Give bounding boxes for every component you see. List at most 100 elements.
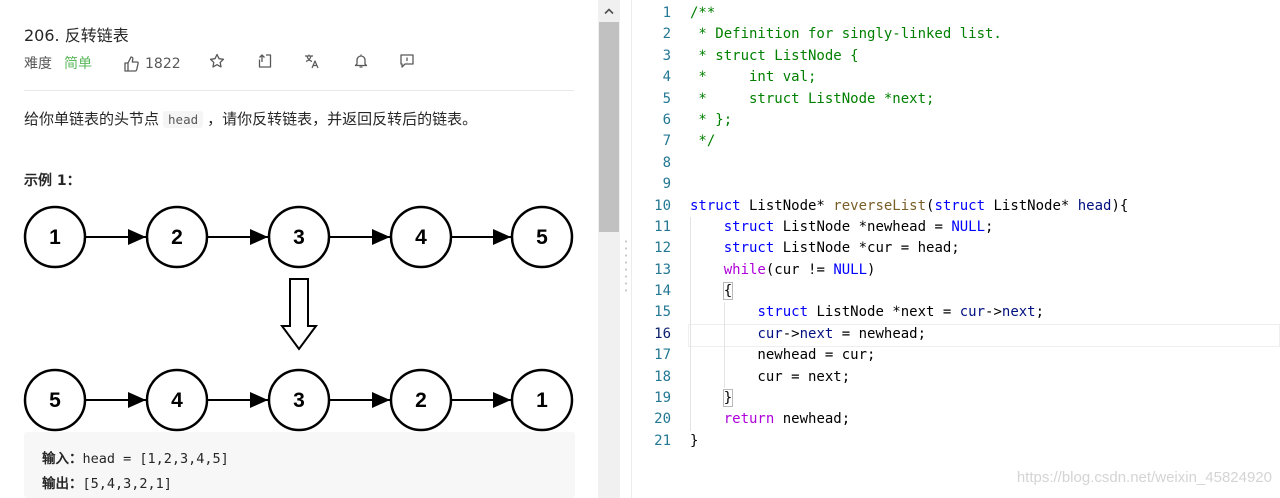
code-editor[interactable]: 1 /** 2 * Definition for singly-linked lis… bbox=[633, 0, 1280, 498]
code-line[interactable]: 18 cur = next; bbox=[633, 366, 1280, 389]
indent-guide bbox=[724, 323, 725, 346]
feedback-icon[interactable] bbox=[399, 53, 415, 69]
line-number: 13 bbox=[654, 261, 671, 278]
thumb-up-icon bbox=[123, 56, 139, 72]
line-number: 1 bbox=[662, 5, 671, 21]
code-line[interactable]: 3 * struct ListNode { bbox=[633, 46, 1280, 67]
example-box: 输入：head = [1,2,3,4,5] 输出：[5,4,3,2,1] bbox=[24, 432, 575, 498]
indent-guide bbox=[724, 366, 725, 389]
code-text: /** bbox=[690, 5, 716, 21]
difficulty-badge: 简单 bbox=[64, 56, 92, 72]
indent-guide bbox=[690, 302, 691, 324]
code-text: */ bbox=[690, 133, 716, 150]
code-line[interactable]: 10 struct ListNode* reverseList(struct Li… bbox=[633, 196, 1280, 217]
code-line[interactable]: 1 /** bbox=[633, 3, 1280, 24]
example-input: 输入：head = [1,2,3,4,5] bbox=[42, 451, 229, 467]
code-line[interactable]: 4 * int val; bbox=[633, 67, 1280, 88]
code-line[interactable]: 11 struct ListNode *newhead = NULL; bbox=[633, 216, 1280, 239]
code-text: struct ListNode *next = cur->next; bbox=[757, 304, 1045, 321]
star-icon[interactable] bbox=[209, 53, 225, 69]
line-number: 10 bbox=[654, 197, 671, 214]
code-line[interactable]: 9 bbox=[633, 174, 1280, 195]
code-text: return newhead; bbox=[723, 411, 851, 428]
code-line[interactable]: 16 cur->next = newhead; bbox=[633, 323, 1280, 348]
share-icon[interactable] bbox=[257, 53, 273, 69]
code-lines: 1 /** 2 * Definition for singly-linked lis… bbox=[633, 3, 1280, 452]
code-text: { bbox=[722, 282, 734, 301]
description-text: 给你单链表的头节点 bbox=[24, 110, 160, 128]
indent-guide bbox=[690, 345, 691, 367]
like-count: 1822 bbox=[145, 56, 181, 72]
translate-icon[interactable] bbox=[304, 53, 320, 69]
code-line[interactable]: 13 while(cur != NULL) bbox=[633, 259, 1280, 282]
scroll-thumb[interactable] bbox=[599, 22, 619, 232]
code-text: * struct ListNode { bbox=[690, 47, 859, 64]
reversed-node-circle bbox=[510, 368, 574, 432]
original-node-label: 3 bbox=[293, 226, 305, 249]
indent-guide bbox=[724, 345, 725, 367]
divider bbox=[24, 90, 574, 91]
code-line[interactable]: 19 } bbox=[633, 388, 1280, 410]
reversed-node-label: 2 bbox=[415, 389, 427, 412]
code-line[interactable]: 8 bbox=[633, 153, 1280, 174]
line-number: 16 bbox=[654, 325, 671, 342]
code-text: struct ListNode *newhead = NULL; bbox=[723, 218, 994, 235]
code-text: * Definition for singly-linked list. bbox=[690, 26, 1002, 43]
code-line[interactable]: 5 * struct ListNode *next; bbox=[633, 89, 1280, 110]
code-line[interactable]: 7 */ bbox=[633, 131, 1280, 152]
original-node-label: 1 bbox=[49, 226, 61, 249]
indent-guide bbox=[690, 216, 691, 239]
line-number: 6 bbox=[662, 111, 671, 128]
code-line[interactable]: 21} bbox=[633, 431, 1280, 452]
code-line[interactable]: 2 * Definition for singly-linked list. bbox=[633, 24, 1280, 45]
code-line[interactable]: 6 * }; bbox=[633, 110, 1280, 131]
indent-guide bbox=[690, 323, 691, 346]
indent-guide bbox=[724, 302, 725, 324]
like-button[interactable]: 1822 bbox=[123, 53, 181, 75]
code-text: * }; bbox=[690, 111, 733, 128]
code-line[interactable]: 14 { bbox=[633, 281, 1280, 303]
code-text: } bbox=[690, 432, 699, 449]
code-line[interactable]: 20 return newhead; bbox=[633, 409, 1280, 431]
scrollbar[interactable] bbox=[598, 0, 620, 498]
original-node-label: 4 bbox=[415, 226, 427, 249]
inline-code: head bbox=[163, 111, 204, 128]
scroll-up-arrow[interactable] bbox=[598, 0, 620, 22]
code-text: * int val; bbox=[690, 69, 817, 86]
bell-icon[interactable] bbox=[353, 53, 369, 69]
transform-down-arrow bbox=[280, 278, 318, 351]
code-line[interactable]: 12 struct ListNode *cur = head; bbox=[633, 238, 1280, 260]
line-number: 7 bbox=[662, 133, 671, 150]
original-node-circle bbox=[510, 205, 574, 269]
indent-guide bbox=[690, 388, 691, 410]
line-number: 3 bbox=[662, 47, 671, 64]
line-number: 8 bbox=[662, 154, 671, 171]
drag-handle-icon bbox=[625, 238, 627, 294]
example-output: 输出：[5,4,3,2,1] bbox=[42, 476, 172, 492]
indent-guide bbox=[690, 409, 691, 431]
indent-guide bbox=[690, 281, 691, 303]
line-number: 2 bbox=[662, 26, 671, 43]
code-text: newhead = cur; bbox=[690, 347, 876, 364]
reversed-node-label: 1 bbox=[536, 389, 548, 412]
panel-splitter[interactable] bbox=[620, 0, 632, 498]
indent-guide bbox=[690, 366, 691, 389]
code-line[interactable]: 15 struct ListNode *next = cur->next; bbox=[633, 302, 1280, 324]
line-number: 19 bbox=[654, 390, 671, 407]
line-number: 5 bbox=[662, 90, 671, 107]
line-number: 15 bbox=[654, 304, 671, 321]
line-number: 21 bbox=[654, 432, 671, 449]
code-text: } bbox=[722, 389, 734, 408]
watermark: https://blog.csdn.net/weixin_45824920 bbox=[1016, 469, 1272, 486]
code-line[interactable]: 17 newhead = cur; bbox=[633, 345, 1280, 367]
line-number: 18 bbox=[654, 368, 671, 385]
original-node-label: 2 bbox=[171, 226, 183, 249]
problem-meta-row: 难度 简单 1822 bbox=[24, 53, 584, 75]
line-number: 4 bbox=[662, 69, 671, 86]
code-text: * struct ListNode *next; bbox=[690, 90, 935, 107]
original-node-label: 5 bbox=[536, 226, 548, 249]
code-text: struct ListNode* reverseList(struct List… bbox=[690, 197, 1129, 214]
